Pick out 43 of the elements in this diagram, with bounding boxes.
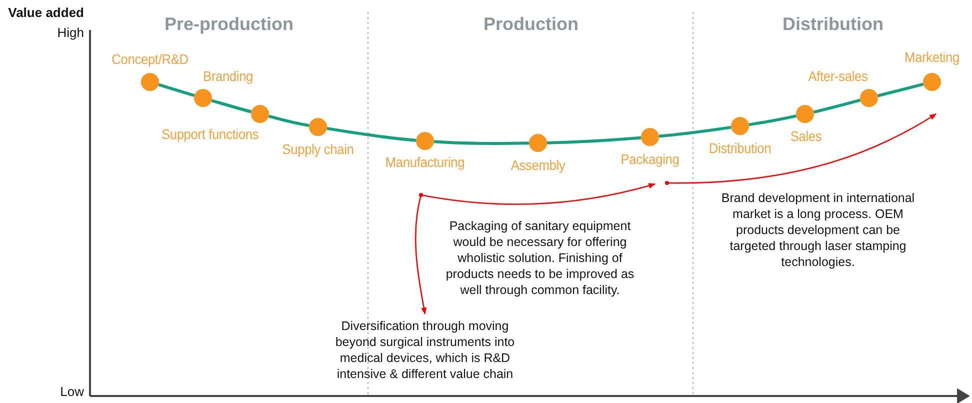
stage-dot <box>529 134 547 152</box>
axis-title: Value added <box>7 5 84 20</box>
axis-tick-label: High <box>56 25 84 40</box>
annotation-note: Packaging of sanitary equipment would be necessary for offering wholistic solution. Finishing of products needs to be improved as well through common facility. <box>440 218 640 298</box>
annotation-note: Brand development in international market is a long process. OEM products development can be targeted through laser stamping technologies. <box>718 190 918 270</box>
annotation-note: Diversification through moving beyond surgical instruments into medical devices, which is R&D intensive & different value chain <box>330 318 520 382</box>
curve-segment <box>813 98 861 114</box>
section-heading: Pre-production <box>164 14 294 35</box>
curve-segment <box>158 83 195 97</box>
stage-dot <box>923 73 941 91</box>
section-heading: Distribution <box>782 14 884 35</box>
curve-segment <box>268 114 310 128</box>
curve-segment <box>748 114 797 126</box>
stage-dot <box>141 73 159 91</box>
stage-label: Assembly <box>510 157 566 173</box>
stage-label: After-sales <box>808 68 868 84</box>
curve-segment <box>434 140 530 145</box>
stage-label: Sales <box>790 128 822 144</box>
axis-tick-label: Low <box>59 384 84 399</box>
section-heading: Production <box>484 14 578 35</box>
curve-segment <box>877 82 924 98</box>
stage-label: Manufacturing <box>385 154 465 170</box>
stage-dot <box>731 117 749 135</box>
stage-dot <box>251 105 269 123</box>
stage-label: Distribution <box>708 140 772 156</box>
stage-dot <box>194 89 212 107</box>
annotation-arrow <box>665 113 937 185</box>
stage-dot <box>416 132 434 150</box>
stage-label: Support functions <box>161 126 259 142</box>
annotation-arrow <box>414 193 427 315</box>
stage-dot <box>641 128 659 146</box>
stage-dot <box>860 89 878 107</box>
stage-dot <box>796 105 814 123</box>
stage-dot <box>309 118 327 136</box>
curve-segment <box>326 126 416 142</box>
curve-segment <box>546 136 642 144</box>
stage-label: Branding <box>202 68 254 84</box>
curve-segment <box>211 99 252 114</box>
stage-label: Packaging <box>620 151 680 167</box>
curve-segment <box>658 126 732 138</box>
stage-label: Marketing <box>904 49 960 65</box>
stage-label: Supply chain <box>282 141 354 157</box>
stage-label: Concept/R&D <box>112 51 188 67</box>
